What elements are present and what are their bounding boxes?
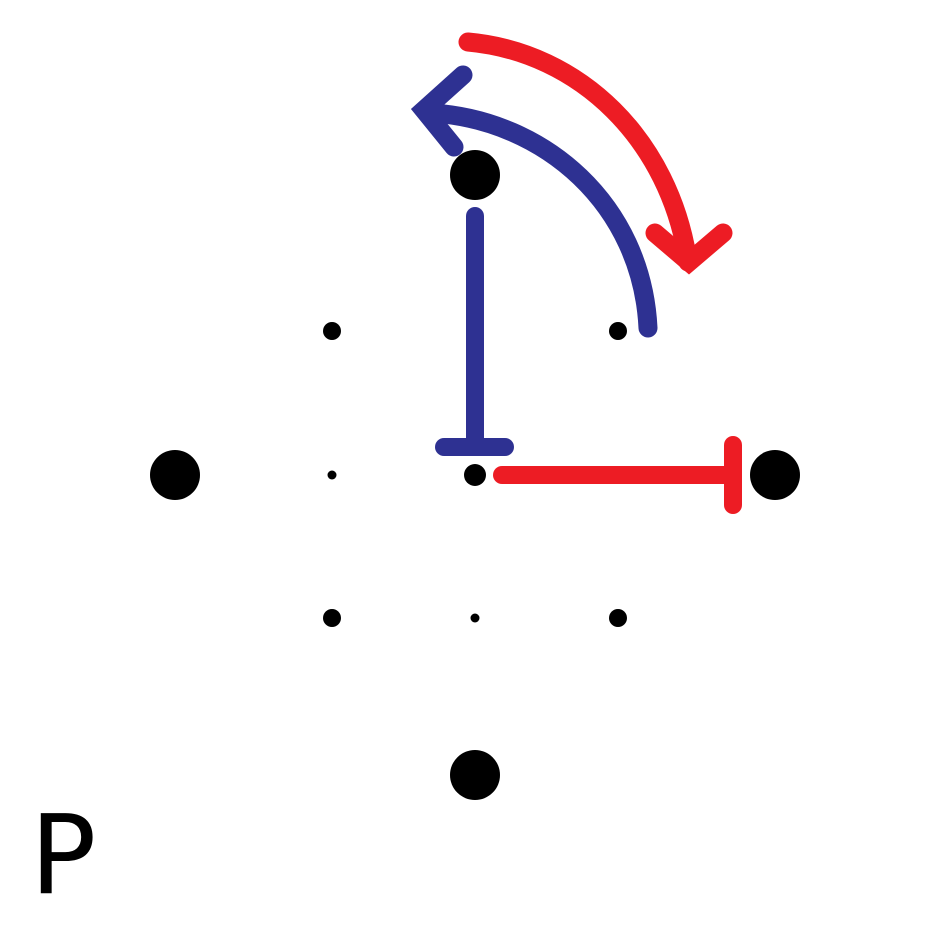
blue-arrow-head xyxy=(410,65,473,157)
dot-large-top xyxy=(450,150,500,200)
corner-label: P xyxy=(30,791,96,919)
blue-arrow-arc xyxy=(422,103,658,338)
dot-center xyxy=(464,464,486,486)
red-vector xyxy=(493,436,742,514)
red-arrow-head xyxy=(645,223,733,275)
dot-medium-bottom-left xyxy=(323,609,341,627)
dot-large-bottom xyxy=(450,750,500,800)
blue-arrow xyxy=(410,65,658,338)
dot-small-bottom xyxy=(470,613,480,623)
dot-medium-top-left xyxy=(323,322,341,340)
dot-small-left xyxy=(327,470,337,480)
dot-large-right xyxy=(750,450,800,500)
dot-medium-bottom-right xyxy=(609,609,627,627)
red-arrow-arc xyxy=(458,32,698,272)
red-arrow xyxy=(458,32,733,275)
blue-vector xyxy=(435,207,514,456)
dot-large-left xyxy=(150,450,200,500)
dot-medium-top-right xyxy=(609,322,627,340)
